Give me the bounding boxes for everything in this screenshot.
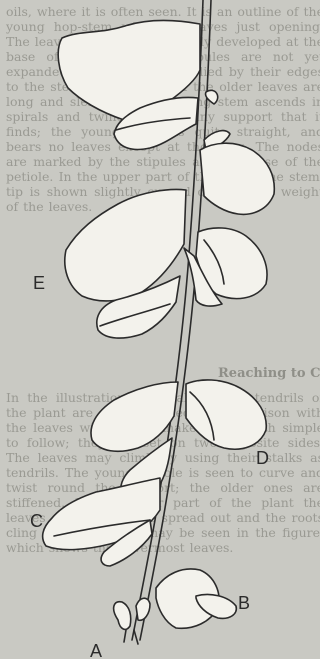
label-b: B	[238, 593, 250, 613]
label-c: C	[30, 511, 43, 531]
label-a: A	[90, 641, 102, 659]
bud	[114, 602, 131, 630]
root	[124, 630, 138, 644]
leaf	[91, 382, 178, 451]
bud	[136, 598, 150, 620]
label-d: D	[256, 448, 269, 468]
label-e: E	[33, 273, 45, 293]
leaf	[200, 143, 274, 214]
leaf	[186, 380, 266, 449]
